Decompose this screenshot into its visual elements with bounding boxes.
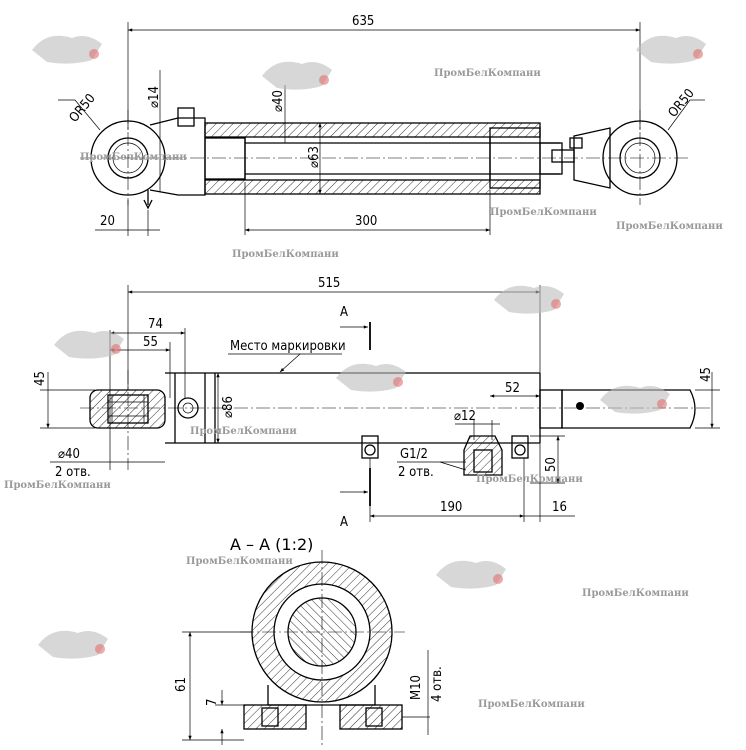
watermark-text-10: ПромБелКомпани [582, 588, 689, 599]
logo-mark-4 [494, 285, 564, 314]
logo-mark-6 [336, 363, 406, 392]
dim-52: 52 [505, 381, 520, 396]
logo-mark-5 [54, 330, 124, 359]
thread-holes: 2 отв. [398, 465, 434, 480]
watermark-text-8: ПромБелКомпани [476, 474, 583, 485]
thread-g12: G1/2 [400, 447, 428, 462]
watermark-text-9: ПромБелКомпани [186, 556, 293, 567]
dim-74: 74 [148, 317, 163, 332]
watermark-text-6: ПромБелКомпани [190, 426, 297, 437]
logo-mark-9 [38, 630, 108, 659]
watermark-text-7: ПромБелКомпани [4, 480, 111, 491]
logo-mark-3 [636, 35, 706, 64]
dim-pin-14: ⌀14 [147, 86, 162, 108]
dim-45-right: 45 [699, 367, 714, 382]
dim-radius-left: OR50 [67, 91, 99, 125]
thread-m10: M10 [409, 675, 424, 700]
section-view: A – A (1:2) [230, 535, 405, 745]
dim-45-left: 45 [33, 371, 48, 386]
dim-7: 7 [205, 699, 220, 706]
dim-86: ⌀86 [221, 396, 236, 418]
dim-40-holes: 2 отв. [55, 465, 91, 480]
watermark-text-2: ПромБелКомпани [80, 152, 187, 163]
dim-bore-63: ⌀63 [307, 146, 322, 168]
dim-12: ⌀12 [454, 409, 476, 424]
watermarks: ПромБелКомпани ПромБелКомпани ПромБелКом… [4, 35, 723, 710]
dim-40: ⌀40 [58, 447, 80, 462]
dim-55: 55 [143, 335, 158, 350]
dim-190: 190 [440, 500, 462, 515]
dim-offset-20: 20 [100, 214, 115, 229]
logo-mark-1 [32, 35, 102, 64]
watermark-text-11: ПромБелКомпани [478, 699, 585, 710]
section-view-dimensions: 61 7 M10 4 отв. [174, 631, 445, 745]
section-title: A – A (1:2) [230, 535, 313, 554]
marking-label: Место маркировки [230, 339, 346, 354]
middle-view [80, 370, 710, 476]
dim-rod-40: ⌀40 [271, 90, 286, 112]
watermark-text-5: ПромБелКомпани [232, 249, 339, 260]
logo-mark-2 [262, 61, 332, 90]
dim-overall-515: 515 [318, 276, 340, 291]
watermark-text-3: ПромБелКомпани [490, 207, 597, 218]
section-letter-top: A [340, 305, 348, 320]
dim-61: 61 [174, 677, 189, 692]
section-letter-bottom: A [340, 515, 348, 530]
dim-16: 16 [552, 500, 567, 515]
watermark-text-4: ПромБелКомпани [616, 221, 723, 232]
watermark-text-1: ПромБелКомпани [434, 68, 541, 79]
dim-bore-300: 300 [355, 214, 377, 229]
thread-m10-holes: 4 отв. [430, 666, 445, 702]
logo-mark-8 [436, 560, 506, 589]
dim-radius-right: OR50 [666, 86, 698, 120]
dim-50: 50 [544, 457, 559, 472]
middle-view-dimensions: 515 74 55 45 45 ⌀86 52 ⌀12 ⌀40 2 отв. G1… [33, 276, 720, 530]
grease-nipple [177, 107, 195, 127]
logo-mark-7 [600, 385, 670, 414]
dim-overall-635: 635 [352, 14, 374, 29]
